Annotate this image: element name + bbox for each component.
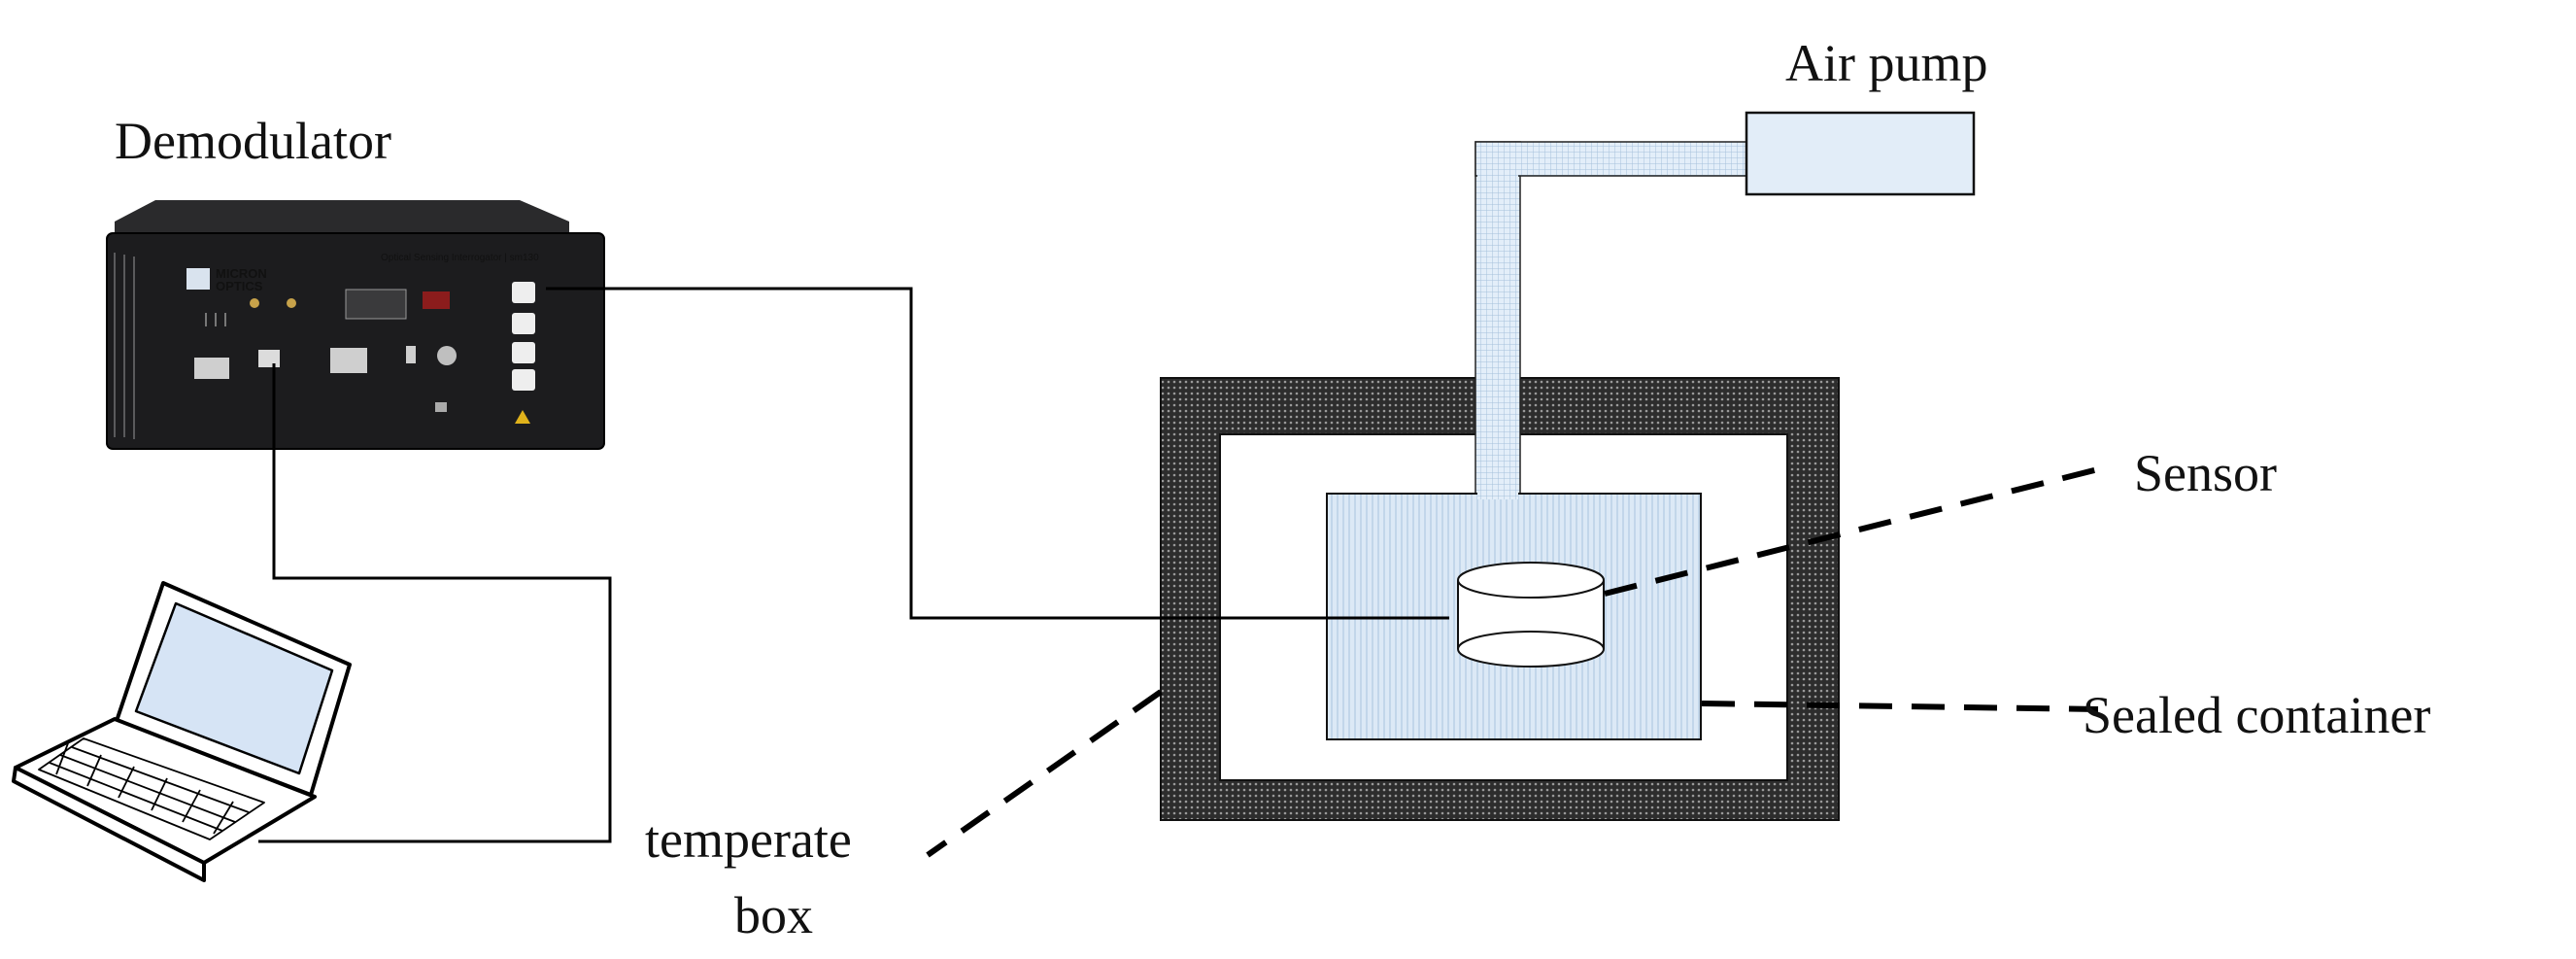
laptop	[12, 581, 352, 882]
air-pump	[1745, 111, 1976, 196]
label-temperate: temperate	[645, 810, 852, 869]
sensor-cylinder	[1457, 562, 1605, 668]
logo-text-line2: OPTICS	[216, 279, 263, 293]
label-demodulator: Demodulator	[115, 112, 391, 170]
logo-text-line1: MICRON	[216, 266, 267, 281]
demodulator-device: MICRON OPTICS Optical Sensing Interrogat…	[106, 200, 605, 450]
label-air-pump: Air pump	[1785, 34, 1988, 92]
label-sensor: Sensor	[2134, 444, 2277, 502]
connection-cables	[258, 287, 1449, 843]
label-sealed-container: Sealed container	[2083, 686, 2430, 744]
air-tube	[1474, 141, 1750, 502]
label-box: box	[734, 886, 813, 944]
model-text: Optical Sensing Interrogator | sm130	[381, 253, 539, 263]
micron-optics-logo	[186, 268, 210, 290]
leader-lines	[926, 464, 2107, 858]
